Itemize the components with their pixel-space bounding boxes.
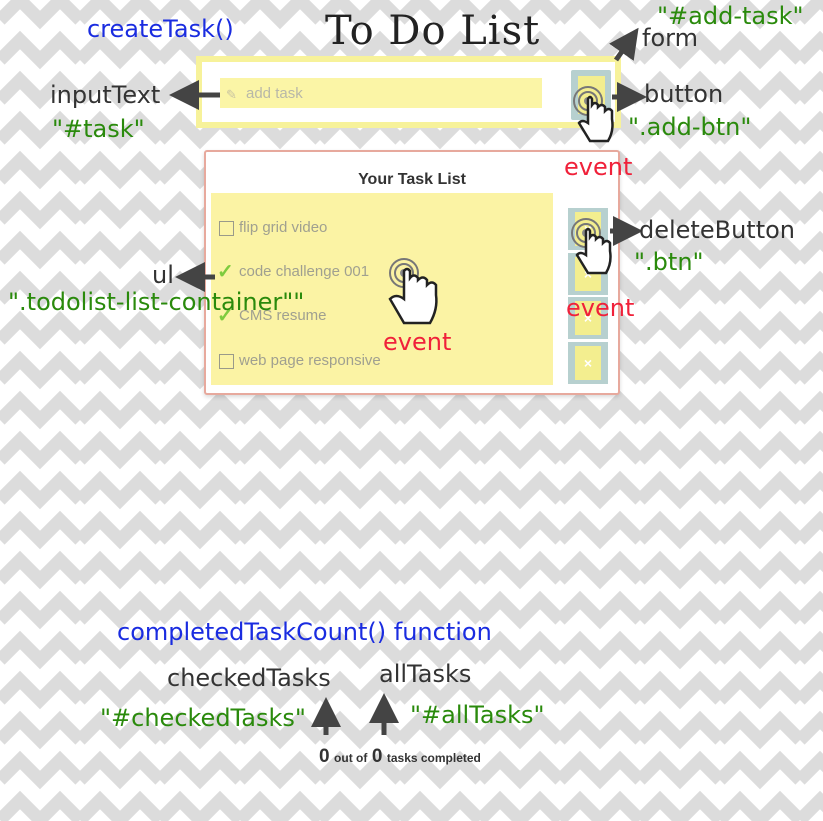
event-add-label: event	[564, 153, 633, 181]
counter-suffix: tasks completed	[386, 751, 481, 765]
tap-hand-icon	[571, 218, 612, 275]
button-label: button	[644, 80, 724, 108]
event-delete-label: event	[566, 294, 635, 322]
task-label: code challenge 001	[239, 263, 370, 280]
delete-icon: ×	[575, 301, 601, 335]
app-title: To Do List	[325, 8, 541, 54]
task-label: web page responsive	[239, 352, 381, 369]
tap-hand-icon	[573, 86, 614, 143]
task-counter: 0 out of 0 tasks completed	[319, 746, 481, 768]
create-task-label: createTask()	[87, 15, 234, 43]
all-id-label: "#allTasks"	[410, 701, 545, 729]
all-tasks-count: 0	[371, 746, 383, 767]
add-btn-class-label: ".add-btn"	[628, 113, 752, 141]
checkmark-icon[interactable]: ✓	[217, 305, 234, 327]
btn-class-label: ".btn"	[634, 248, 704, 276]
task-input[interactable]	[220, 78, 542, 108]
task-label: flip grid video	[239, 219, 328, 236]
all-tasks-label: allTasks	[379, 660, 472, 688]
checked-tasks-label: checkedTasks	[167, 664, 331, 692]
task-checkbox[interactable]	[219, 221, 234, 236]
task-list-container	[211, 193, 553, 385]
delete-button[interactable]: ×	[568, 297, 608, 339]
add-task-id-label: "#add-task"	[657, 2, 804, 30]
form-arrow	[609, 27, 639, 62]
pencil-icon: ✎	[226, 87, 237, 102]
ul-class-label: ".todolist-list-container""	[8, 288, 305, 316]
completed-fn-label: completedTaskCount() function	[117, 618, 492, 646]
task-label: CMS resume	[239, 307, 327, 324]
counter-out-of: out of	[334, 751, 368, 765]
input-text-label: inputText	[50, 81, 161, 109]
checked-tasks-count: 0	[319, 746, 330, 767]
delete-button-label: deleteButton	[639, 216, 795, 244]
form-label: form	[642, 24, 698, 52]
tap-hand-icon	[388, 258, 438, 325]
delete-button[interactable]: ×	[568, 342, 608, 384]
checkmark-icon[interactable]: ✓	[217, 261, 234, 283]
event-list-label: event	[383, 328, 452, 356]
delete-icon: ×	[575, 346, 601, 380]
ul-label: ul	[152, 261, 174, 289]
task-checkbox[interactable]	[219, 354, 234, 369]
task-id-label: "#task"	[52, 115, 145, 143]
checked-id-label: "#checkedTasks"	[100, 704, 306, 732]
task-list-heading: Your Task List	[358, 171, 466, 188]
